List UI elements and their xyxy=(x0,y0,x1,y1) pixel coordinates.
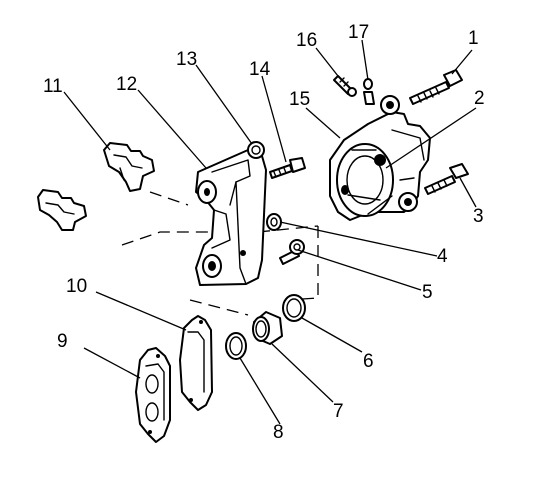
callout-5: 5 xyxy=(422,282,433,303)
upper-pad-clip xyxy=(103,142,155,192)
piston xyxy=(252,311,283,345)
callout-16: 16 xyxy=(296,30,317,51)
piston-seal xyxy=(282,294,306,322)
callout-10: 10 xyxy=(66,276,87,297)
callout-3: 3 xyxy=(473,206,484,227)
bracket-bolt-lower xyxy=(279,239,305,265)
callout-13: 13 xyxy=(176,49,197,70)
caliper-mounting-bracket xyxy=(195,149,267,286)
callout-9: 9 xyxy=(57,331,68,352)
lower-pad-clip xyxy=(37,189,87,231)
outer-brake-pad xyxy=(135,347,171,443)
guide-pin-bushing xyxy=(266,213,282,231)
bracket-bolt-upper xyxy=(269,157,306,179)
caliper-housing xyxy=(329,95,431,221)
callout-1: 1 xyxy=(468,28,479,49)
callout-2: 2 xyxy=(474,88,485,109)
guide-pin-boot xyxy=(247,141,265,159)
callout-7: 7 xyxy=(333,401,344,422)
callout-6: 6 xyxy=(363,351,374,372)
callout-labels: 1 2 3 4 5 6 7 8 9 10 11 12 13 14 15 16 1… xyxy=(43,22,485,443)
callout-8: 8 xyxy=(273,422,284,443)
caliper-bolt-upper xyxy=(409,69,463,105)
callout-15: 15 xyxy=(289,89,310,110)
callout-4: 4 xyxy=(437,246,448,267)
piston-dust-boot xyxy=(225,332,247,360)
bleeder-cap xyxy=(363,78,375,105)
callout-14: 14 xyxy=(249,59,271,80)
inner-brake-pad xyxy=(179,315,213,411)
caliper-bolt-lower xyxy=(424,163,469,195)
callout-leader-lines xyxy=(63,39,477,425)
bleeder-valve xyxy=(333,75,357,97)
callout-17: 17 xyxy=(348,22,369,43)
callout-12: 12 xyxy=(116,74,137,95)
callout-11: 11 xyxy=(43,76,63,97)
